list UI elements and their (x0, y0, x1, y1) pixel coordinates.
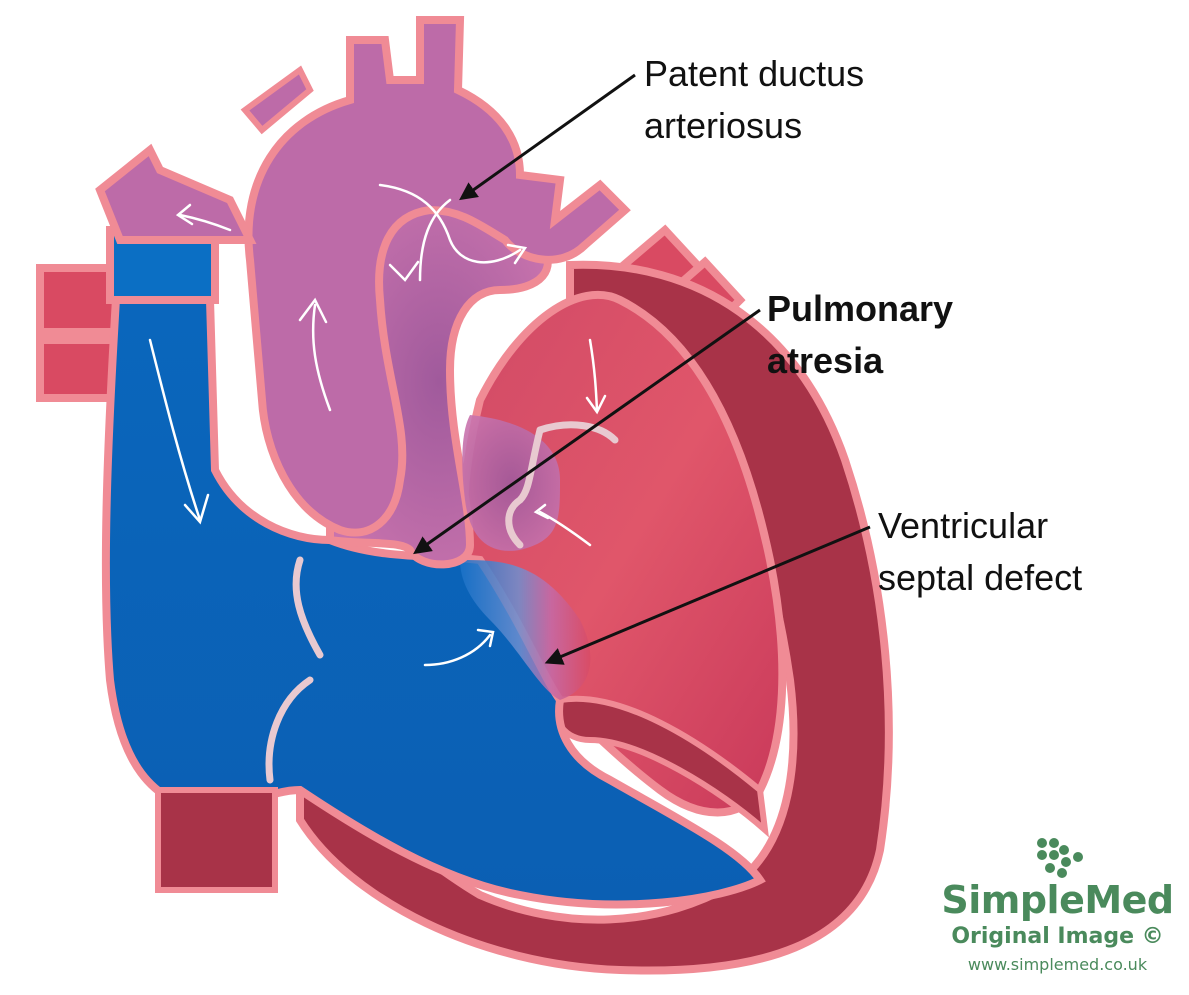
brand-logo-icon (1037, 838, 1083, 878)
brand-url: www.simplemed.co.uk (967, 955, 1148, 974)
aorta (244, 16, 631, 537)
inferior-vena-cava (155, 787, 278, 893)
flow-arrows (148, 183, 607, 667)
label-line: septal defect (878, 557, 1083, 598)
label-ventricular-septal-defect: Ventricular septal defect (878, 500, 1082, 604)
simplemed-watermark: SimpleMed Original Image © www.simplemed… (935, 830, 1180, 978)
brand-name: SimpleMed (941, 878, 1174, 922)
pda-pointer (459, 73, 636, 201)
pulmonary-atresia-pointer (413, 308, 761, 555)
label-line: arteriosus (644, 105, 803, 146)
label-line: Pulmonary (767, 288, 954, 329)
vsd-mixing-region (460, 560, 591, 700)
label-line: Ventricular (878, 505, 1049, 546)
label-patent-ductus-arteriosus: Patent ductus arteriosus (644, 48, 864, 152)
pointer-arrows (413, 73, 871, 665)
pulmonary-artery-branch (95, 143, 257, 244)
aortic-branch-left (240, 65, 314, 135)
brand-subtitle: Original Image © (951, 924, 1164, 949)
vsd-pointer (544, 525, 871, 665)
septum (553, 695, 769, 838)
label-line: atresia (767, 340, 884, 381)
myocardium (296, 260, 893, 975)
label-pulmonary-atresia: Pulmonary atresia (767, 283, 953, 387)
label-line: Patent ductus (644, 53, 865, 94)
valves (265, 421, 619, 784)
